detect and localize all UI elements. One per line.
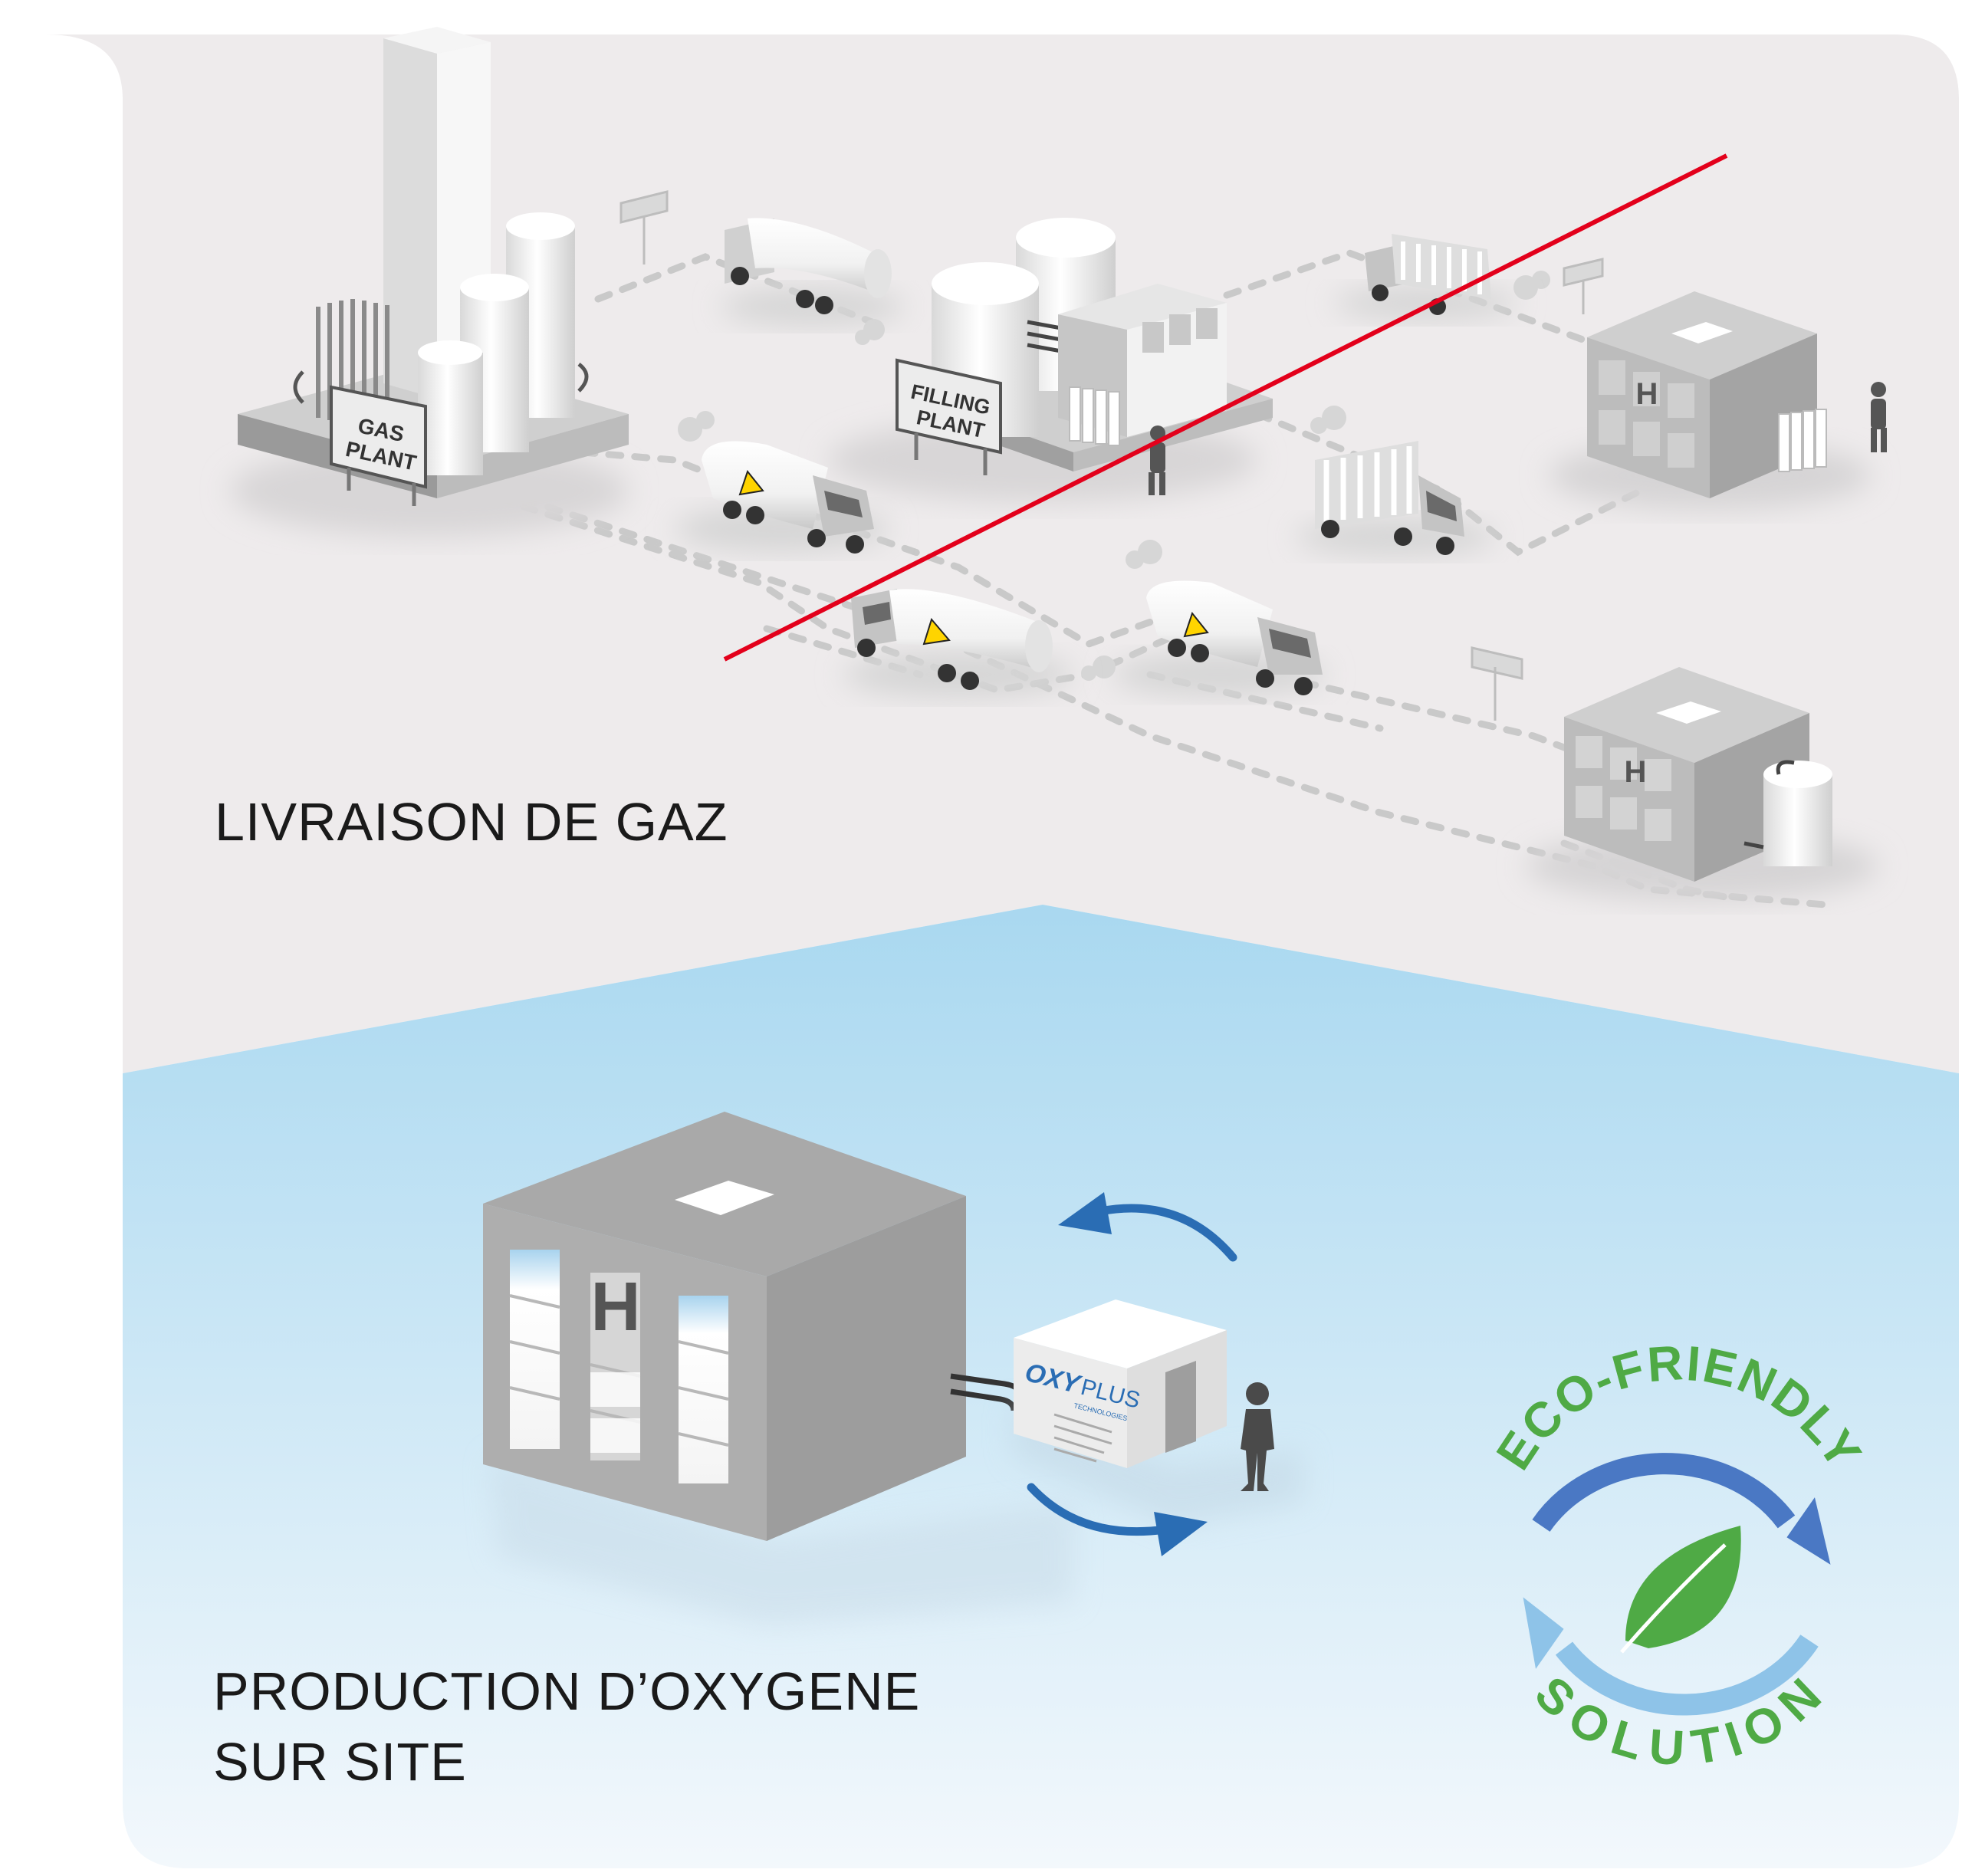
exhaust-puffs	[678, 271, 1550, 681]
arrow-top-head	[1058, 1192, 1112, 1234]
hospital-onsite: H	[483, 1112, 1073, 1625]
tanker-truck-2	[675, 441, 889, 554]
hospital-onsite-letter: H	[591, 1269, 641, 1345]
arrow-bottom	[1027, 1483, 1170, 1536]
arrow-bottom-head	[1154, 1512, 1208, 1556]
hospital-top-1-letter: H	[1636, 377, 1658, 411]
arrow-top	[1096, 1204, 1237, 1262]
badge-arrow-dark	[1532, 1453, 1796, 1533]
circulation-arrows	[1027, 1204, 1237, 1536]
tanker-truck-3	[843, 589, 1073, 698]
person-icon	[1871, 382, 1887, 452]
hospital-windows	[509, 1250, 729, 1483]
filling-plant: FILLING PLANT	[828, 218, 1273, 502]
cylinder-truck-2	[1296, 441, 1495, 556]
person-icon	[1241, 1382, 1274, 1491]
onsite-production-title: PRODUCTION D’OXYGENE SUR SITE	[213, 1656, 920, 1797]
tanker-truck-4	[1112, 580, 1326, 696]
gas-plant: GAS PLANT	[230, 27, 629, 537]
onsite-production-title-line2: SUR SITE	[213, 1732, 467, 1792]
badge-arrow-light	[1555, 1635, 1819, 1716]
hospital-top-2-letter: H	[1625, 755, 1647, 789]
gas-delivery-title: LIVRAISON DE GAZ	[215, 792, 728, 852]
hospital-top-1: H	[1549, 291, 1887, 510]
direction-signs	[619, 190, 1604, 721]
hospital-top-2: H	[1526, 667, 1878, 901]
leaf-icon	[1620, 1526, 1741, 1654]
oxyplus-unit: OXY PLUS TECHNOLOGIES	[1012, 1299, 1303, 1526]
onsite-production-title-line1: PRODUCTION D’OXYGENE	[213, 1661, 921, 1721]
tanker-truck-1	[721, 218, 905, 326]
cross-out-line	[723, 153, 1728, 662]
cylinder-truck-1	[1334, 234, 1518, 320]
